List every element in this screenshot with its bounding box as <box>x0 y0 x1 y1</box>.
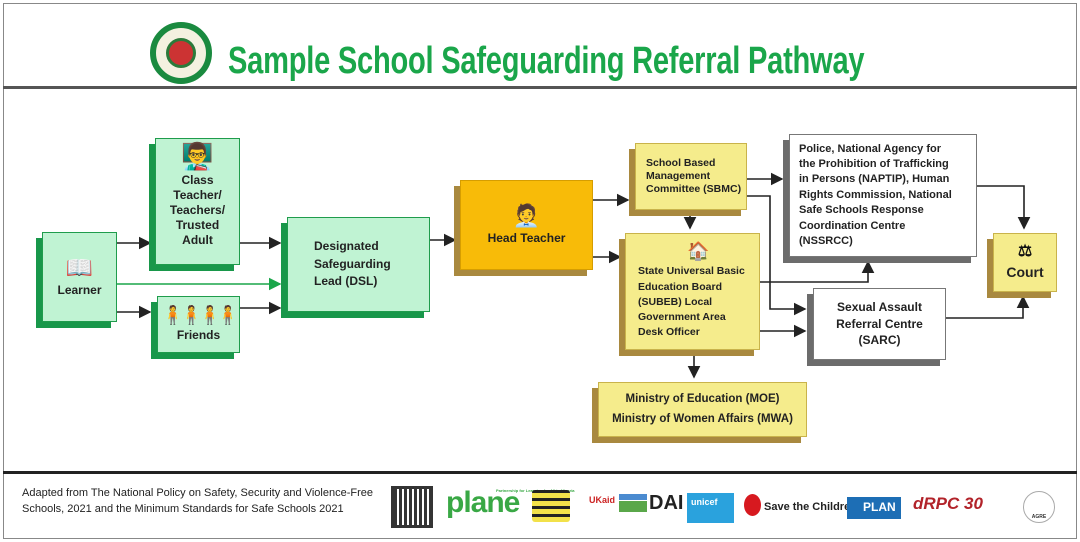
node-friends: 🧍🧍🧍🧍 Friends <box>157 296 240 353</box>
subeb-label: (SUBEB) Local <box>638 295 713 308</box>
node-subeb: 🏠 State Universal Basic Education Board … <box>625 233 760 350</box>
arrow-subeb-police <box>760 260 875 283</box>
teacher-label: Adult <box>182 233 213 247</box>
dsl-label: Safeguarding <box>314 256 391 271</box>
source-line: Adapted from The National Policy on Safe… <box>22 487 373 499</box>
ukaid-logo: UKaid <box>589 495 616 505</box>
arrow-sarc-court <box>946 295 1030 319</box>
node-class-teacher: 👨‍🏫 Class Teacher/ Teachers/ Trusted Adu… <box>155 138 240 265</box>
school-building-icon: 🏠 <box>687 241 710 262</box>
drpc-logo: dRPC 30 <box>913 494 983 513</box>
police-label: Police, National Agency for <box>799 142 942 155</box>
friends-label: Friends <box>176 328 221 342</box>
subeb-label: Desk Officer <box>638 326 700 339</box>
teacher-label: Class <box>181 173 214 187</box>
page-title: Sample School Safeguarding Referral Path… <box>228 40 865 82</box>
sarc-label: Sexual Assault <box>837 299 922 314</box>
police-label: Coordination Centre <box>799 219 906 232</box>
reading-learner-icon: 📖 <box>65 254 94 280</box>
books-icon <box>532 490 570 522</box>
node-sbmc: School Based Management Committee (SBMC) <box>635 143 747 210</box>
node-ministries: Ministry of Education (MOE) Ministry of … <box>598 382 807 437</box>
footer-divider <box>3 471 1077 474</box>
sbmc-label: Committee (SBMC) <box>646 183 742 196</box>
sarc-label: (SARC) <box>858 333 901 348</box>
sbmc-label: Management <box>646 169 711 182</box>
moe-label: Ministry of Education (MOE) <box>625 392 780 405</box>
node-dsl: Designated Safeguarding Lead (DSL) <box>287 217 430 312</box>
save-the-children-logo: Save the Children <box>764 501 857 513</box>
sarc-label: Referral Centre <box>836 316 923 331</box>
head-teacher-desk-icon: 🧑‍💼 <box>512 202 541 228</box>
teacher-label: Teacher/ <box>173 188 222 202</box>
header-divider <box>3 86 1077 89</box>
police-label: Rights Commission, National <box>799 188 952 201</box>
dai-flag-icon <box>619 494 647 512</box>
dai-logo: DAI <box>649 492 684 514</box>
police-label: the Prohibition of Trafficking <box>799 158 949 171</box>
plane-logo: plane <box>446 486 520 519</box>
node-head-teacher: 🧑‍💼 Head Teacher <box>460 180 593 270</box>
teacher-label: Teachers/ <box>169 203 226 217</box>
save-the-children-icon <box>744 494 761 516</box>
plan-logo: PLAN <box>847 497 901 519</box>
ministry-seal-logo <box>150 22 212 84</box>
court-label: Court <box>1006 263 1044 280</box>
police-label: (NSSRCC) <box>799 234 853 247</box>
sbmc-label: School Based <box>646 156 716 169</box>
teacher-label: Trusted <box>175 218 220 232</box>
node-learner: 📖 Learner <box>42 232 117 322</box>
mwa-label: Ministry of Women Affairs (MWA) <box>612 412 793 425</box>
dsl-label: Designated <box>314 239 379 254</box>
police-label: in Persons (NAPTIP), Human <box>799 173 950 186</box>
agre-logo: AGRE <box>1023 491 1055 523</box>
arrow-police-court <box>977 185 1031 230</box>
scales-of-justice-icon: ⚖ <box>1017 242 1033 260</box>
qr-code[interactable] <box>391 486 433 528</box>
subeb-label: Education Board <box>638 280 723 293</box>
teacher-board-icon: 👨‍🏫 <box>181 141 214 171</box>
learner-label: Learner <box>57 282 102 297</box>
source-line: Schools, 2021 and the Minimum Standards … <box>22 502 344 515</box>
subeb-label: State Universal Basic <box>638 265 745 278</box>
unicef-logo: unicef <box>687 493 734 523</box>
head-teacher-label: Head Teacher <box>487 230 566 245</box>
dsl-label: Lead (DSL) <box>314 274 378 289</box>
source-note: Adapted from The National Policy on Safe… <box>22 486 373 518</box>
node-police-naptip-nssrcc: Police, National Agency for the Prohibit… <box>789 134 977 257</box>
arrow-sbmc-sarc <box>747 195 807 316</box>
subeb-label: Government Area <box>638 311 726 324</box>
frame <box>3 3 1077 539</box>
node-court: ⚖ Court <box>993 233 1057 292</box>
police-label: Safe Schools Response <box>799 204 924 217</box>
node-sarc: Sexual Assault Referral Centre (SARC) <box>813 288 946 360</box>
group-of-friends-icon: 🧍🧍🧍🧍 <box>161 305 240 325</box>
